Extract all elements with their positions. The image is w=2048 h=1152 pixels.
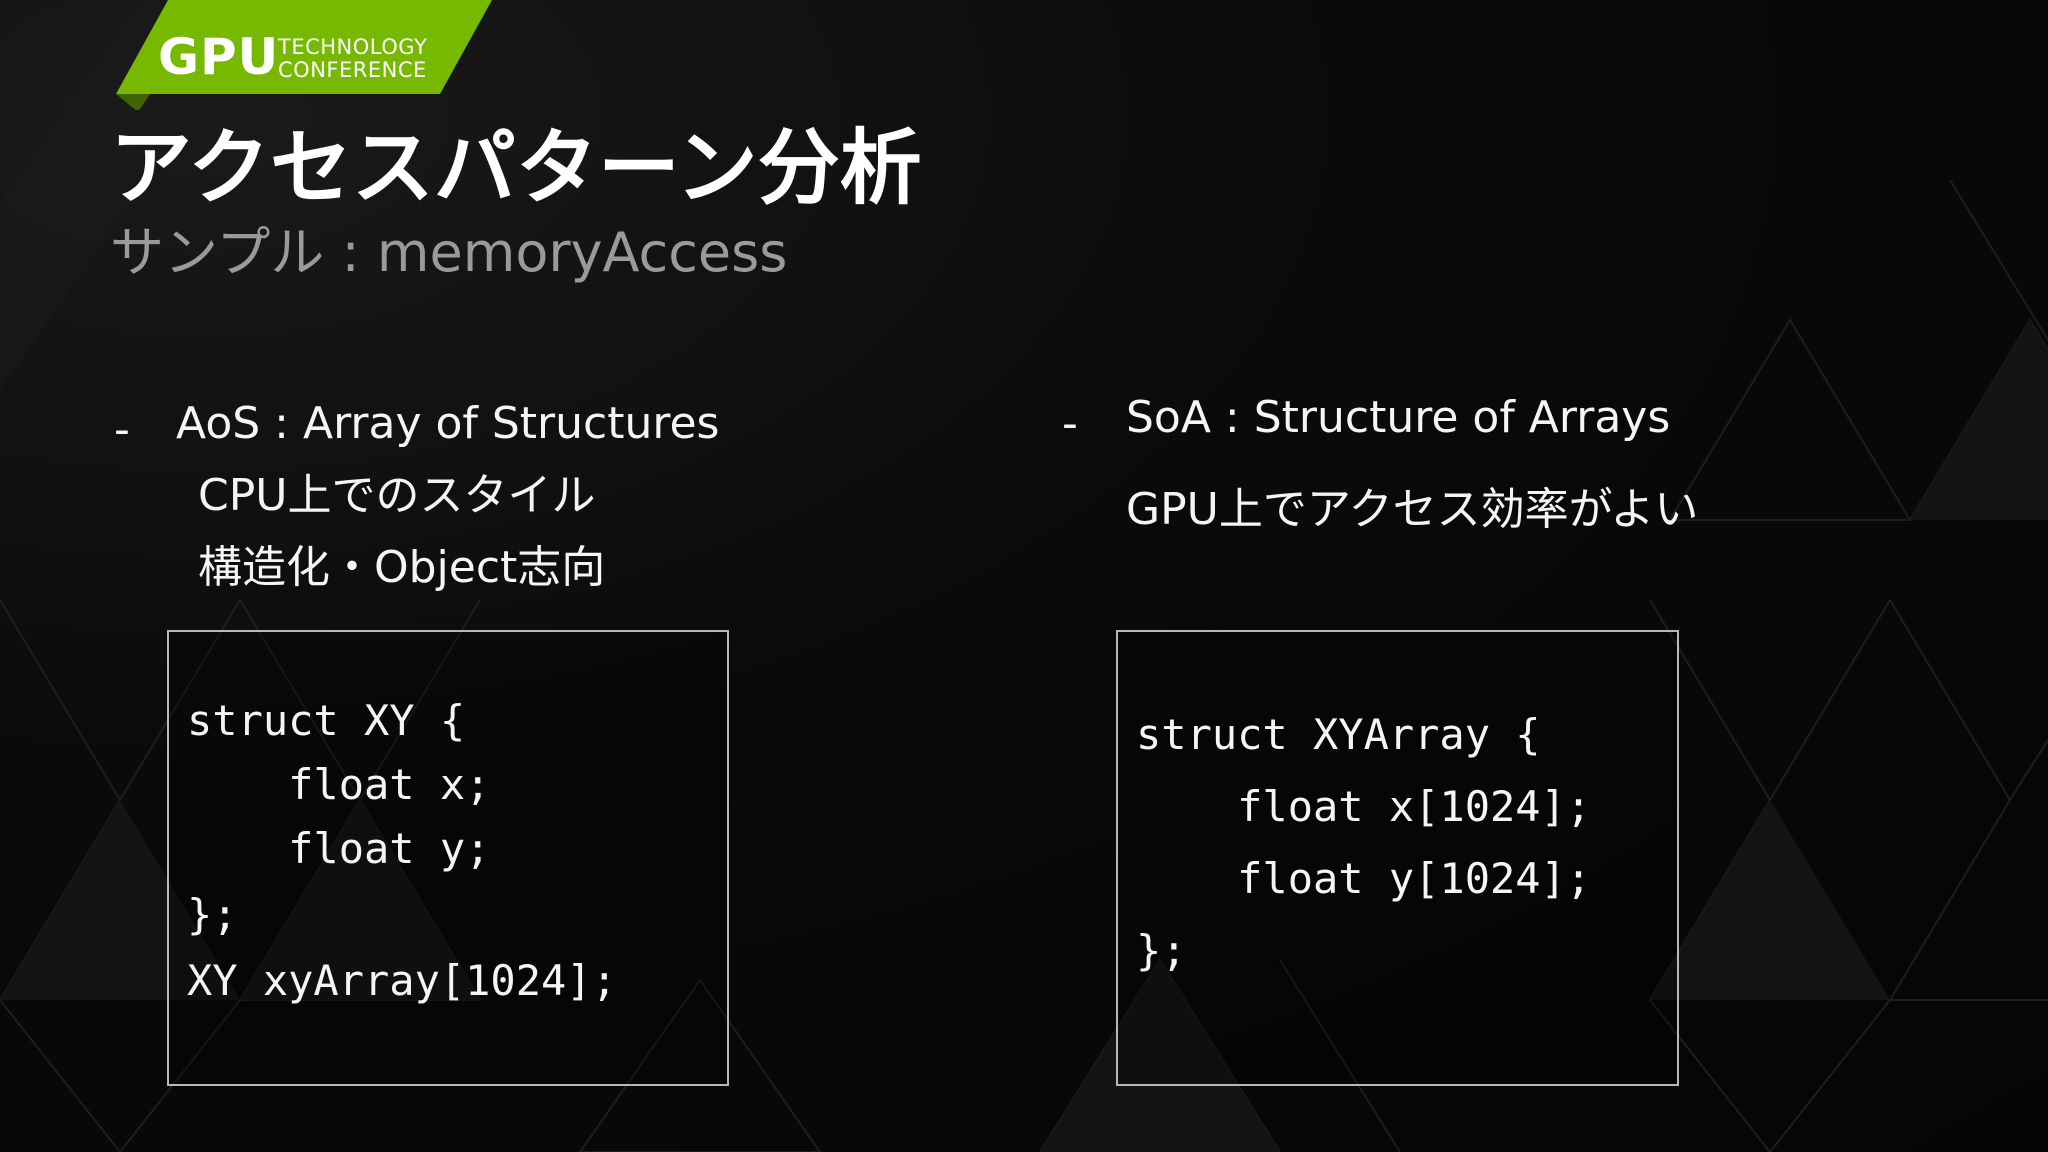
logo-gpu-text: GPU <box>158 28 280 86</box>
left-line-1: CPU上でのスタイル <box>198 470 596 521</box>
left-code-line-3: float y; <box>187 824 491 873</box>
logo-badge-shape <box>116 0 492 112</box>
right-heading: SoA : Structure of Arrays <box>1126 392 1671 443</box>
right-code-line-1: struct XYArray { <box>1136 710 1541 759</box>
left-code-line-5: XY xyArray[1024]; <box>187 956 617 1005</box>
left-line-2: 構造化・Object志向 <box>198 542 606 593</box>
right-code-line-3: float y[1024]; <box>1136 854 1592 903</box>
slide-title: アクセスパターン分析 <box>110 121 922 216</box>
left-code-line-4: }; <box>187 890 238 939</box>
left-heading: AoS : Array of Structures <box>176 398 720 449</box>
right-code-line-2: float x[1024]; <box>1136 782 1592 831</box>
left-bullet-marker: - <box>114 404 130 455</box>
left-code-line-1: struct XY { <box>187 696 466 745</box>
gtc-logo: GPU TECHNOLOGY CONFERENCE <box>0 0 520 112</box>
logo-line-technology: TECHNOLOGY <box>278 35 428 59</box>
logo-subtext: TECHNOLOGY CONFERENCE <box>278 36 427 82</box>
right-code-box: struct XYArray { float x[1024]; float y[… <box>1116 630 1679 1086</box>
slide-subtitle: サンプル : memoryAccess <box>110 221 788 284</box>
logo-line-conference: CONFERENCE <box>278 58 427 82</box>
right-bullet-marker: - <box>1062 398 1078 449</box>
left-code-box: struct XY { float x; float y; }; XY xyAr… <box>167 630 729 1086</box>
right-line-1: GPU上でアクセス効率がよい <box>1126 484 1699 535</box>
left-code-line-2: float x; <box>187 760 491 809</box>
right-code-line-4: }; <box>1136 926 1187 975</box>
